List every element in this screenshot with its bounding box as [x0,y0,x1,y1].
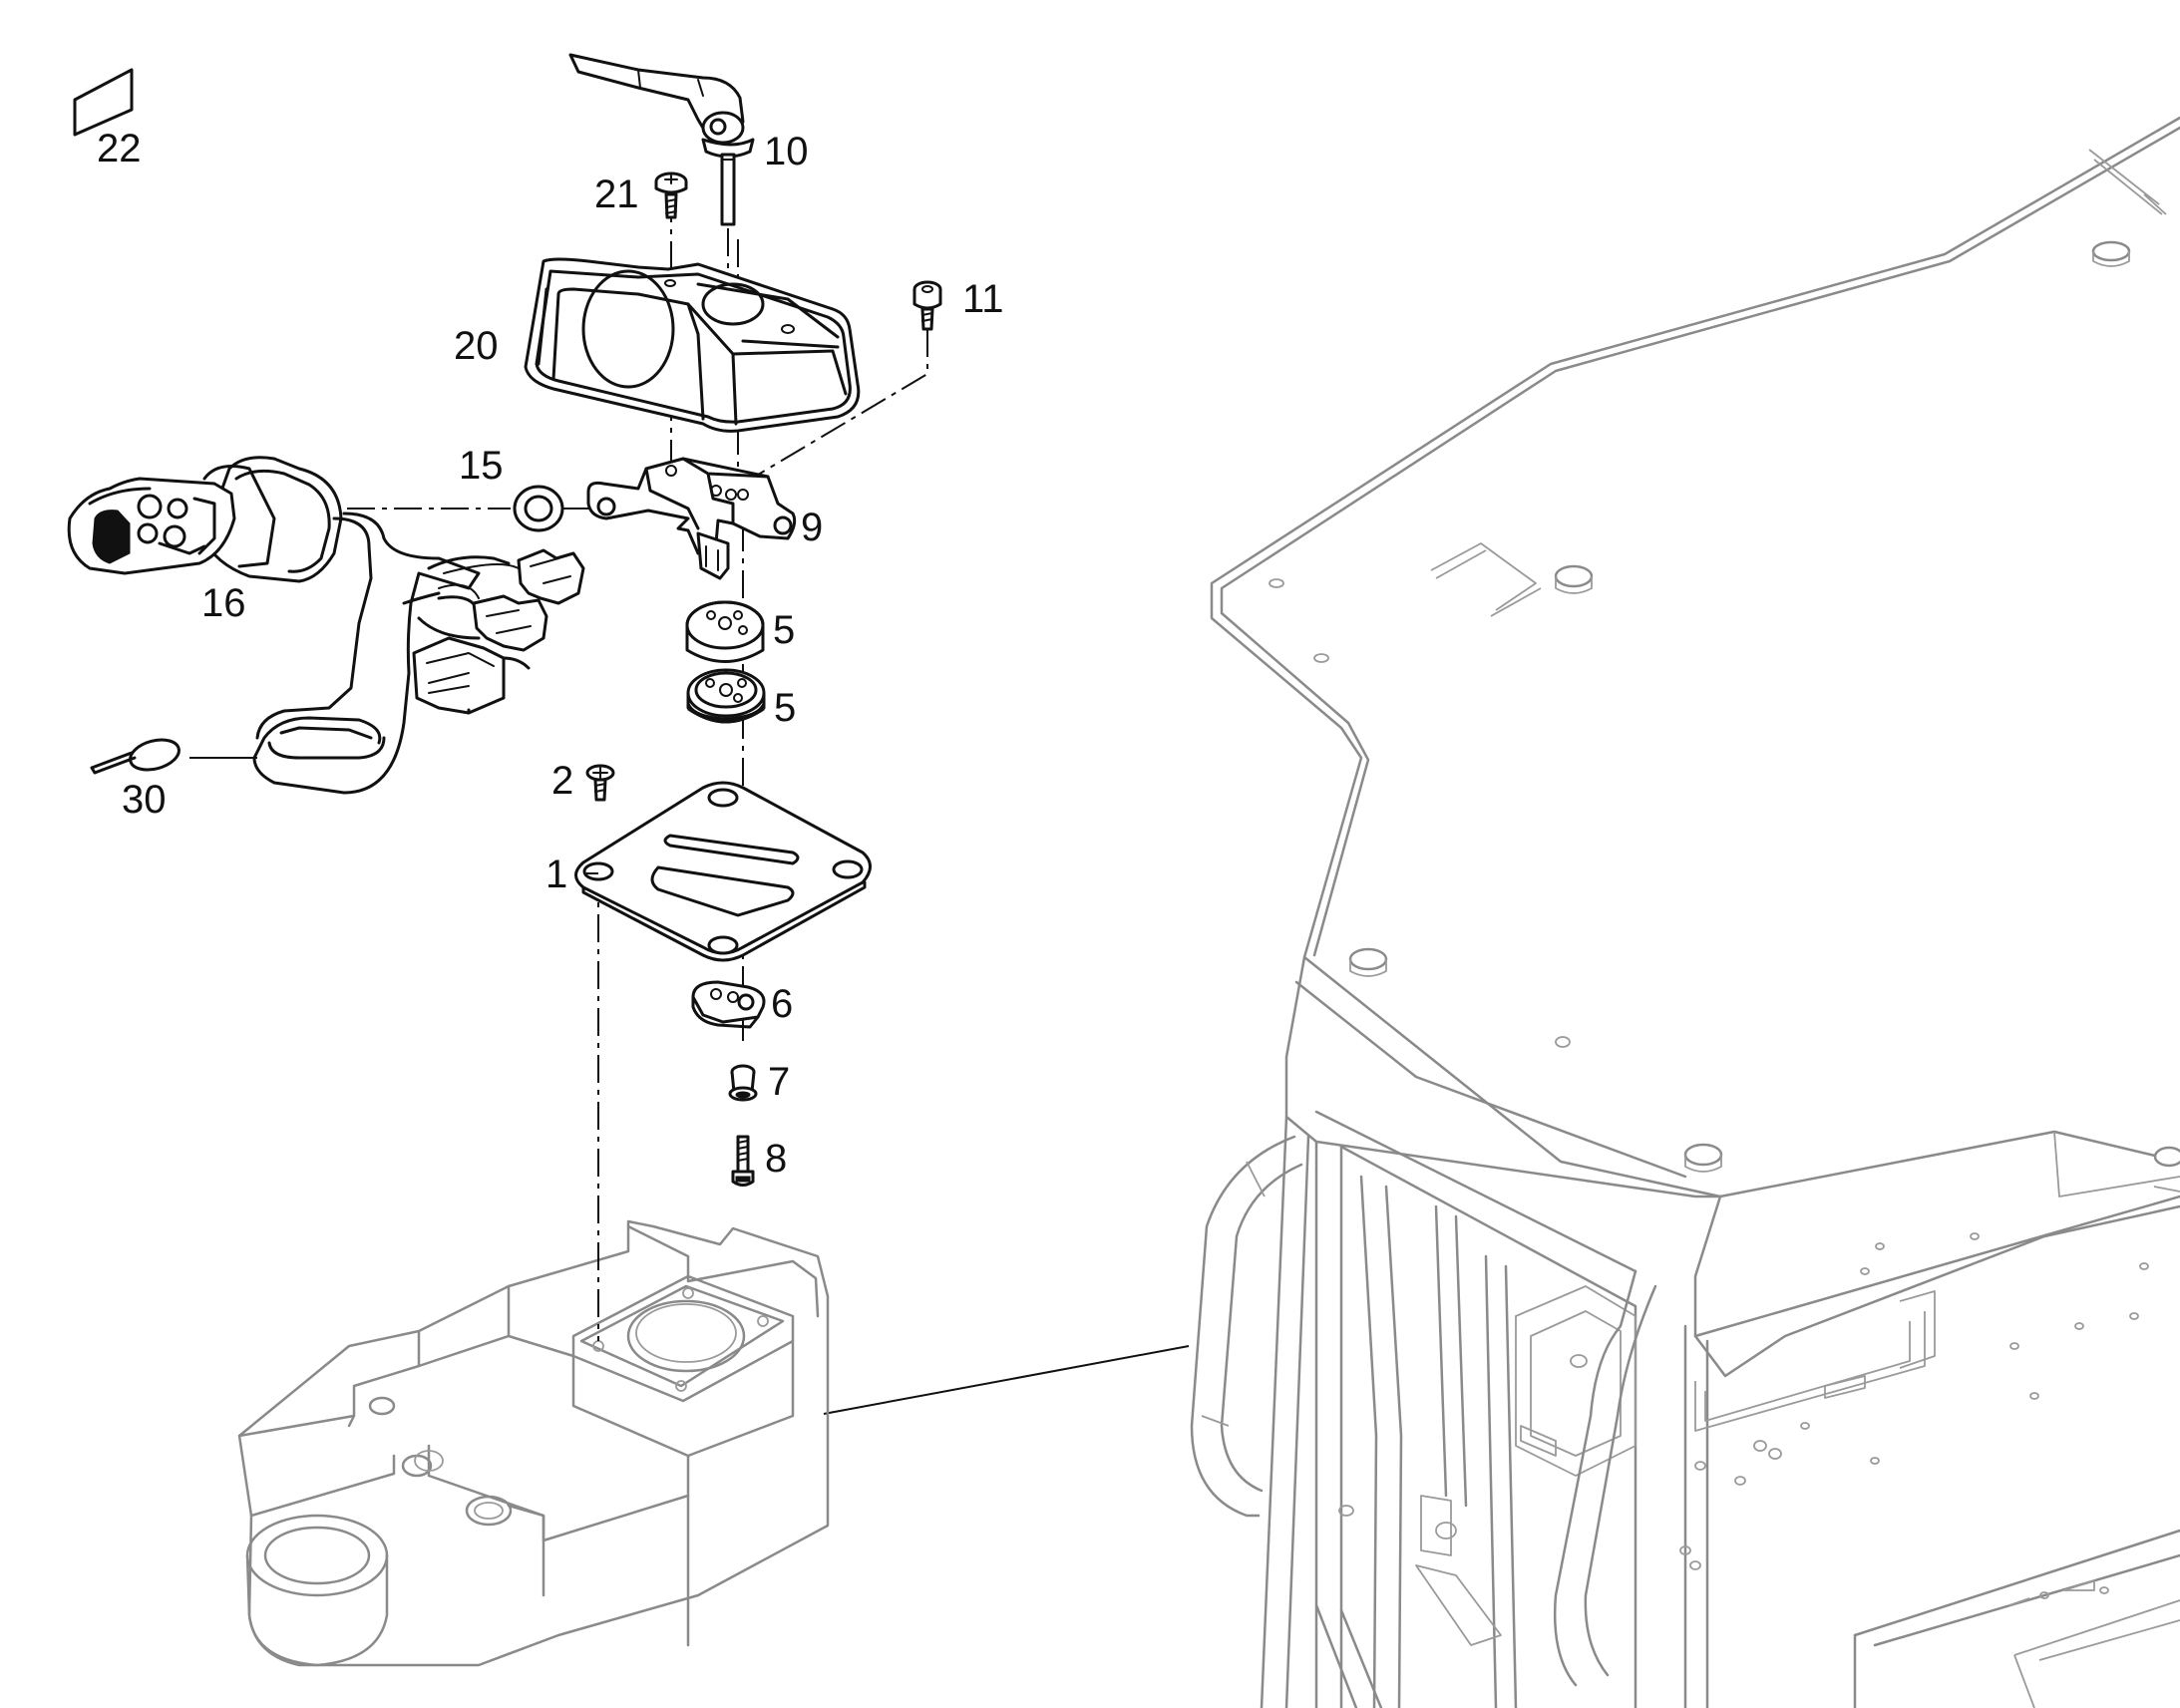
label-part-22: 22 [97,127,142,171]
part-1-mounting-plate [574,781,872,962]
label-part-1: 1 [545,853,567,896]
label-part-8: 8 [765,1137,787,1181]
part-15-washer [513,485,564,532]
label-part-15: 15 [459,444,504,488]
mount-leader-line [823,1345,1190,1415]
part-30-cable-tie [90,738,257,775]
label-part-20: 20 [454,324,499,368]
label-part-5-upper: 5 [773,608,795,652]
part-20-housing [524,257,861,433]
label-part-21: 21 [594,172,639,216]
part-6-spacer [691,980,766,1029]
part-2-screw [585,764,615,802]
label-part-2: 2 [551,759,573,803]
label-part-9: 9 [801,506,823,549]
label-part-7: 7 [768,1060,790,1104]
label-part-5-lower: 5 [774,686,796,730]
label-part-6: 6 [771,982,793,1026]
label-part-11: 11 [962,277,1004,321]
label-part-16: 16 [201,581,246,625]
part-10-lever [568,53,755,226]
part-8-bolt [731,1135,755,1187]
part-5-damper-lower [686,668,766,724]
part-number-labels: 22 10 21 11 20 15 9 16 5 5 30 2 1 6 7 8 [97,127,1004,1181]
part-21-screw [654,171,688,219]
part-16-joystick [67,456,585,795]
part-7-bushing [728,1064,758,1102]
label-part-10: 10 [764,130,809,173]
part-22-decal [73,68,134,137]
part-9-bracket [586,457,797,580]
part-11-screw [912,280,942,331]
cab-frame-background [1190,116,2180,1708]
part-5-damper-upper [685,600,765,663]
label-part-30: 30 [122,778,167,822]
pedestal-base [237,1219,830,1667]
